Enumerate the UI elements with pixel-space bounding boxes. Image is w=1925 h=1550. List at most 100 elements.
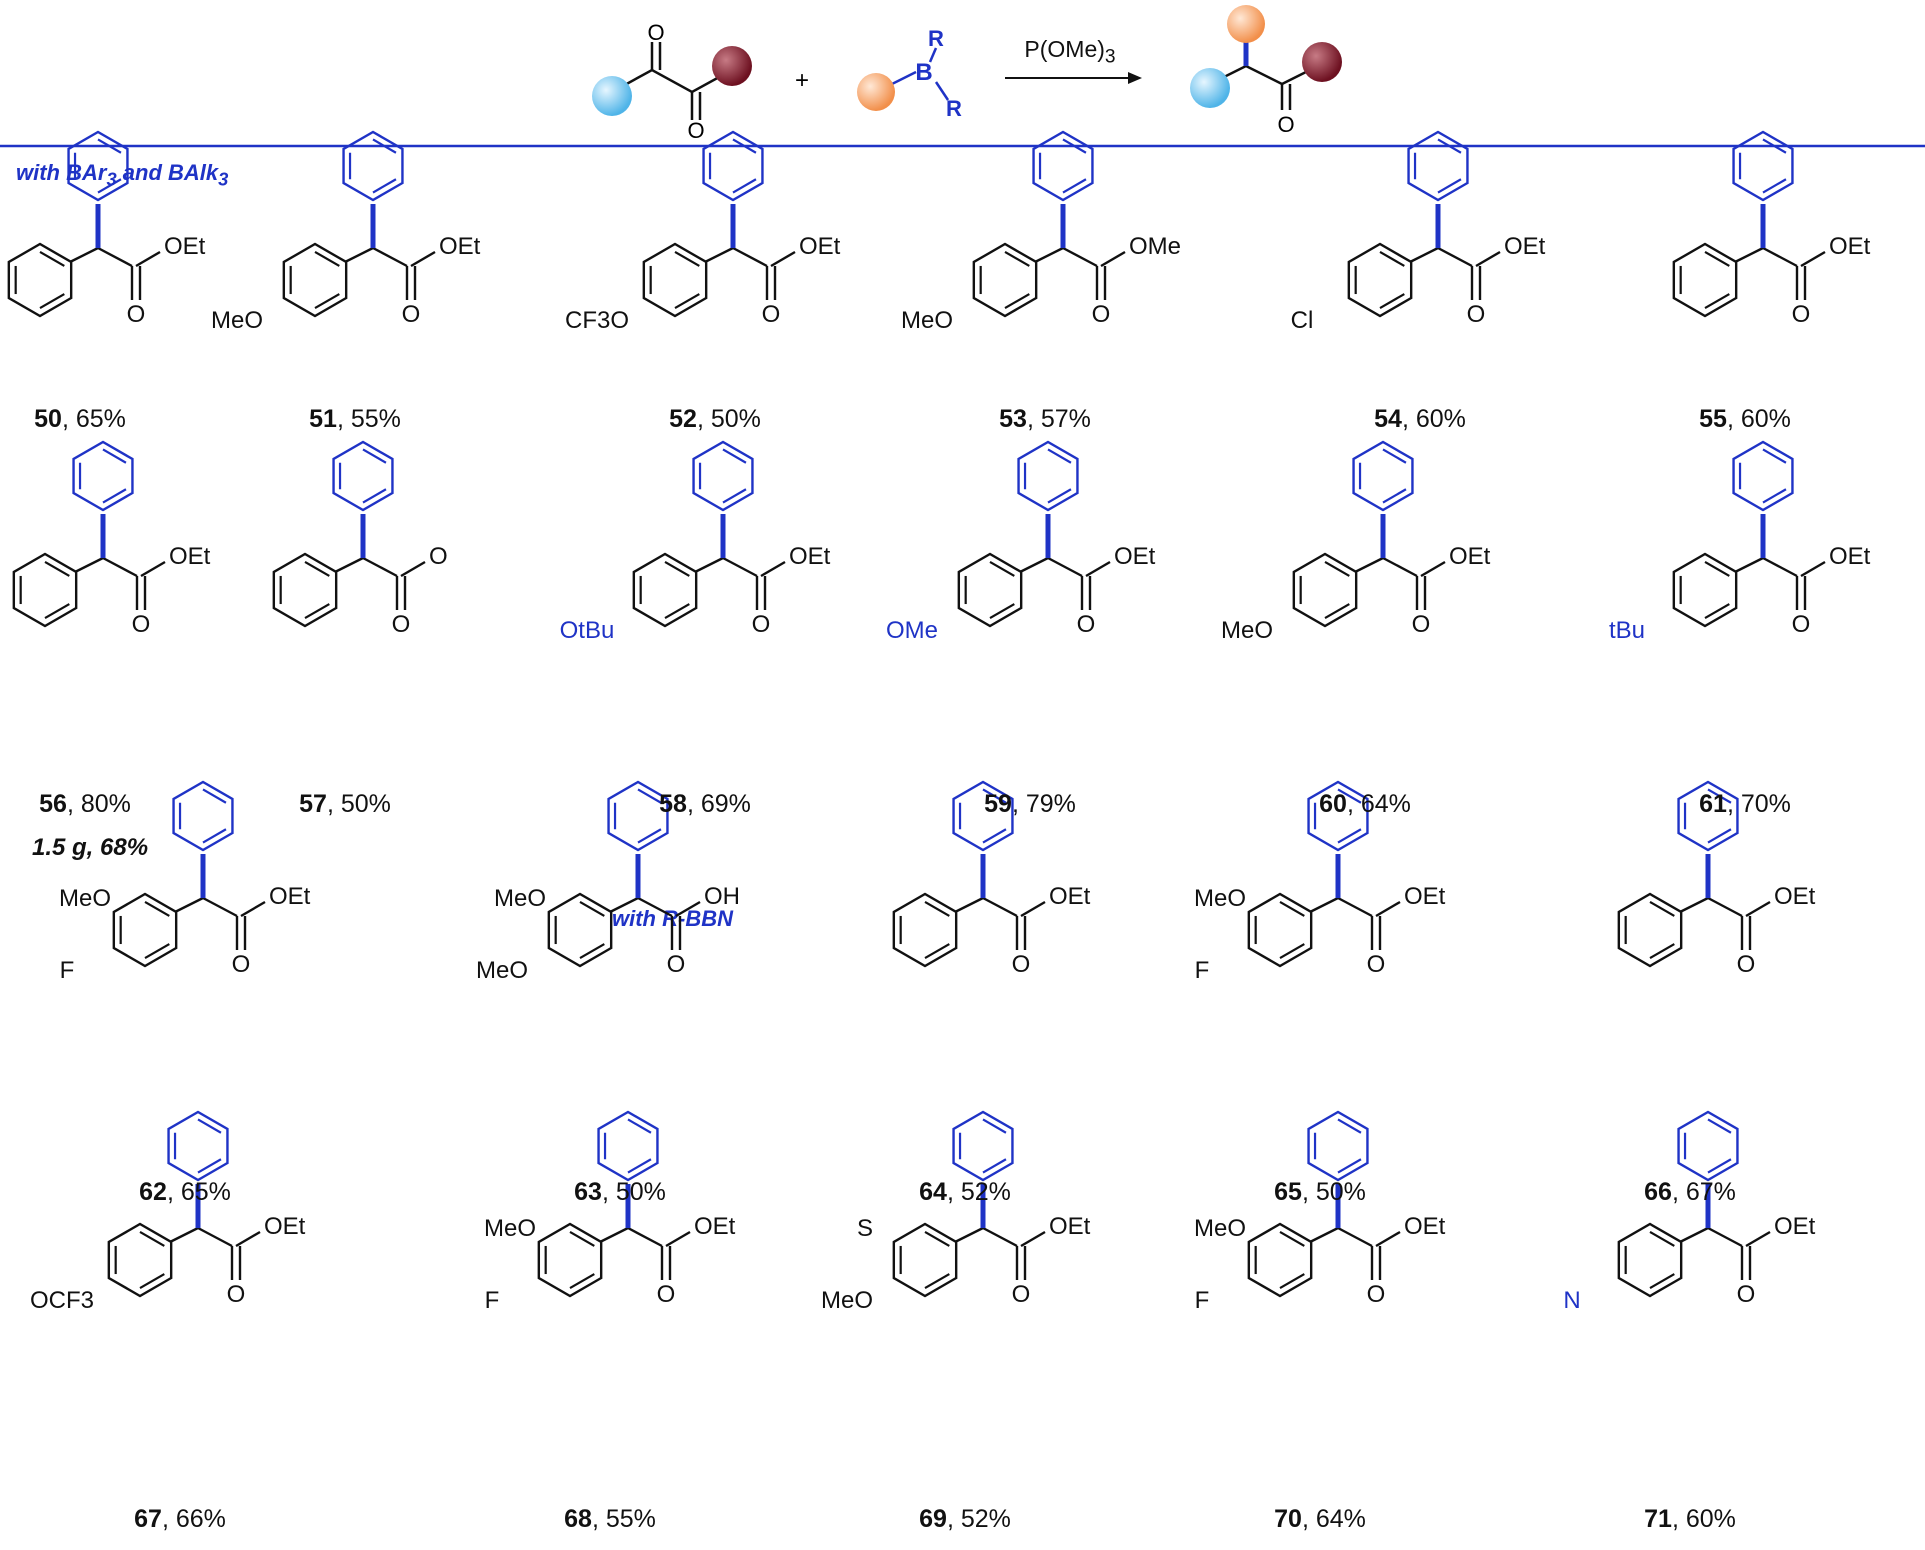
double-bond [1324, 603, 1350, 620]
bond [1337, 896, 1373, 918]
atom-label: O [1737, 1281, 1756, 1308]
atom-label: MeO [901, 307, 953, 334]
aromatic-ring [1347, 242, 1413, 318]
double-bond [314, 250, 340, 267]
atom-label: O [1367, 1281, 1386, 1308]
double-bond [1047, 488, 1072, 504]
bond [235, 1230, 261, 1248]
reagent-label: P(OMe)3 [1024, 36, 1116, 68]
double-bond [144, 943, 170, 960]
double-bond [989, 560, 1015, 577]
double-bond [1704, 603, 1730, 620]
compound-yield: , 64% [1346, 790, 1411, 818]
aromatic-ring [957, 552, 1023, 628]
atom-label: N [1563, 1287, 1580, 1314]
bond [1475, 250, 1501, 268]
aromatic-ring [7, 242, 73, 318]
bond [1020, 1230, 1046, 1248]
double-bond [924, 1273, 950, 1290]
bond [344, 246, 374, 264]
compound-yield: , 79% [1011, 790, 1076, 818]
aromatic-ring [1617, 892, 1683, 968]
double-bond [1279, 1230, 1305, 1247]
maroon-sphere [712, 46, 752, 86]
atom-label: MeO [1194, 885, 1246, 912]
aromatic-ring [702, 130, 764, 202]
bond [1762, 246, 1798, 268]
aromatic-ring [1307, 1110, 1369, 1182]
compound-label: 59, 79% [984, 790, 1076, 819]
compound-yield: , 50% [326, 790, 391, 818]
atom-label: OEt [1774, 1213, 1816, 1240]
bond [1354, 556, 1384, 574]
double-bond [674, 250, 700, 267]
bond [1382, 556, 1418, 578]
atom-label: MeO [821, 1287, 873, 1314]
compound-number: 60 [1319, 790, 1347, 818]
compound-label: 57, 50% [299, 790, 391, 819]
double-bond [1062, 138, 1087, 154]
bond [1745, 900, 1771, 918]
compound-yield: , 80% [66, 790, 131, 818]
atom-label: O [752, 611, 771, 638]
double-bond [1649, 943, 1675, 960]
aromatic-ring [167, 1110, 229, 1182]
bond [174, 896, 204, 914]
compound-label: 62, 65% [139, 1178, 231, 1207]
bond [1309, 1226, 1339, 1244]
compound-yield: , 60% [1401, 405, 1466, 433]
arrow-head [1128, 72, 1142, 84]
bond [954, 896, 984, 914]
bond [1679, 896, 1709, 914]
aromatic-ring [972, 242, 1038, 318]
compound-label: 68, 55% [564, 1505, 656, 1534]
atom-label: MeO [484, 1215, 536, 1242]
bond [97, 246, 133, 268]
double-bond [44, 603, 70, 620]
double-bond [1337, 1118, 1362, 1134]
bond [362, 556, 398, 578]
atom-label: Cl [1291, 307, 1314, 334]
bond [1800, 560, 1826, 578]
compound-number: 67 [134, 1505, 162, 1533]
compound-number: 65 [1274, 1178, 1302, 1206]
bond [1062, 246, 1098, 268]
double-bond [1004, 293, 1030, 310]
bond [102, 556, 138, 578]
atom-label: OEt [1449, 543, 1491, 570]
double-bond [924, 1230, 950, 1247]
aromatic-ring [1407, 130, 1469, 202]
compound-number: 53 [999, 405, 1027, 433]
compound-number: 61 [1699, 790, 1727, 818]
double-bond [139, 1230, 165, 1247]
aromatic-ring [1672, 242, 1738, 318]
double-bond [102, 448, 127, 464]
atom-label: F [1195, 1287, 1210, 1314]
double-bond [139, 1273, 165, 1290]
double-bond [924, 900, 950, 917]
atom-label: O [1367, 951, 1386, 978]
atom-label: OEt [1114, 543, 1156, 570]
bond [1375, 1230, 1401, 1248]
compound-number: 59 [984, 790, 1012, 818]
boron-r-label: R [928, 26, 944, 51]
bond [1734, 556, 1764, 574]
compound-number: 54 [1374, 405, 1402, 433]
bond [675, 900, 701, 918]
aromatic-ring [1672, 552, 1738, 628]
atom-label: OEt [164, 233, 206, 260]
compound-label: 51, 55% [309, 405, 401, 434]
double-bond [579, 900, 605, 917]
